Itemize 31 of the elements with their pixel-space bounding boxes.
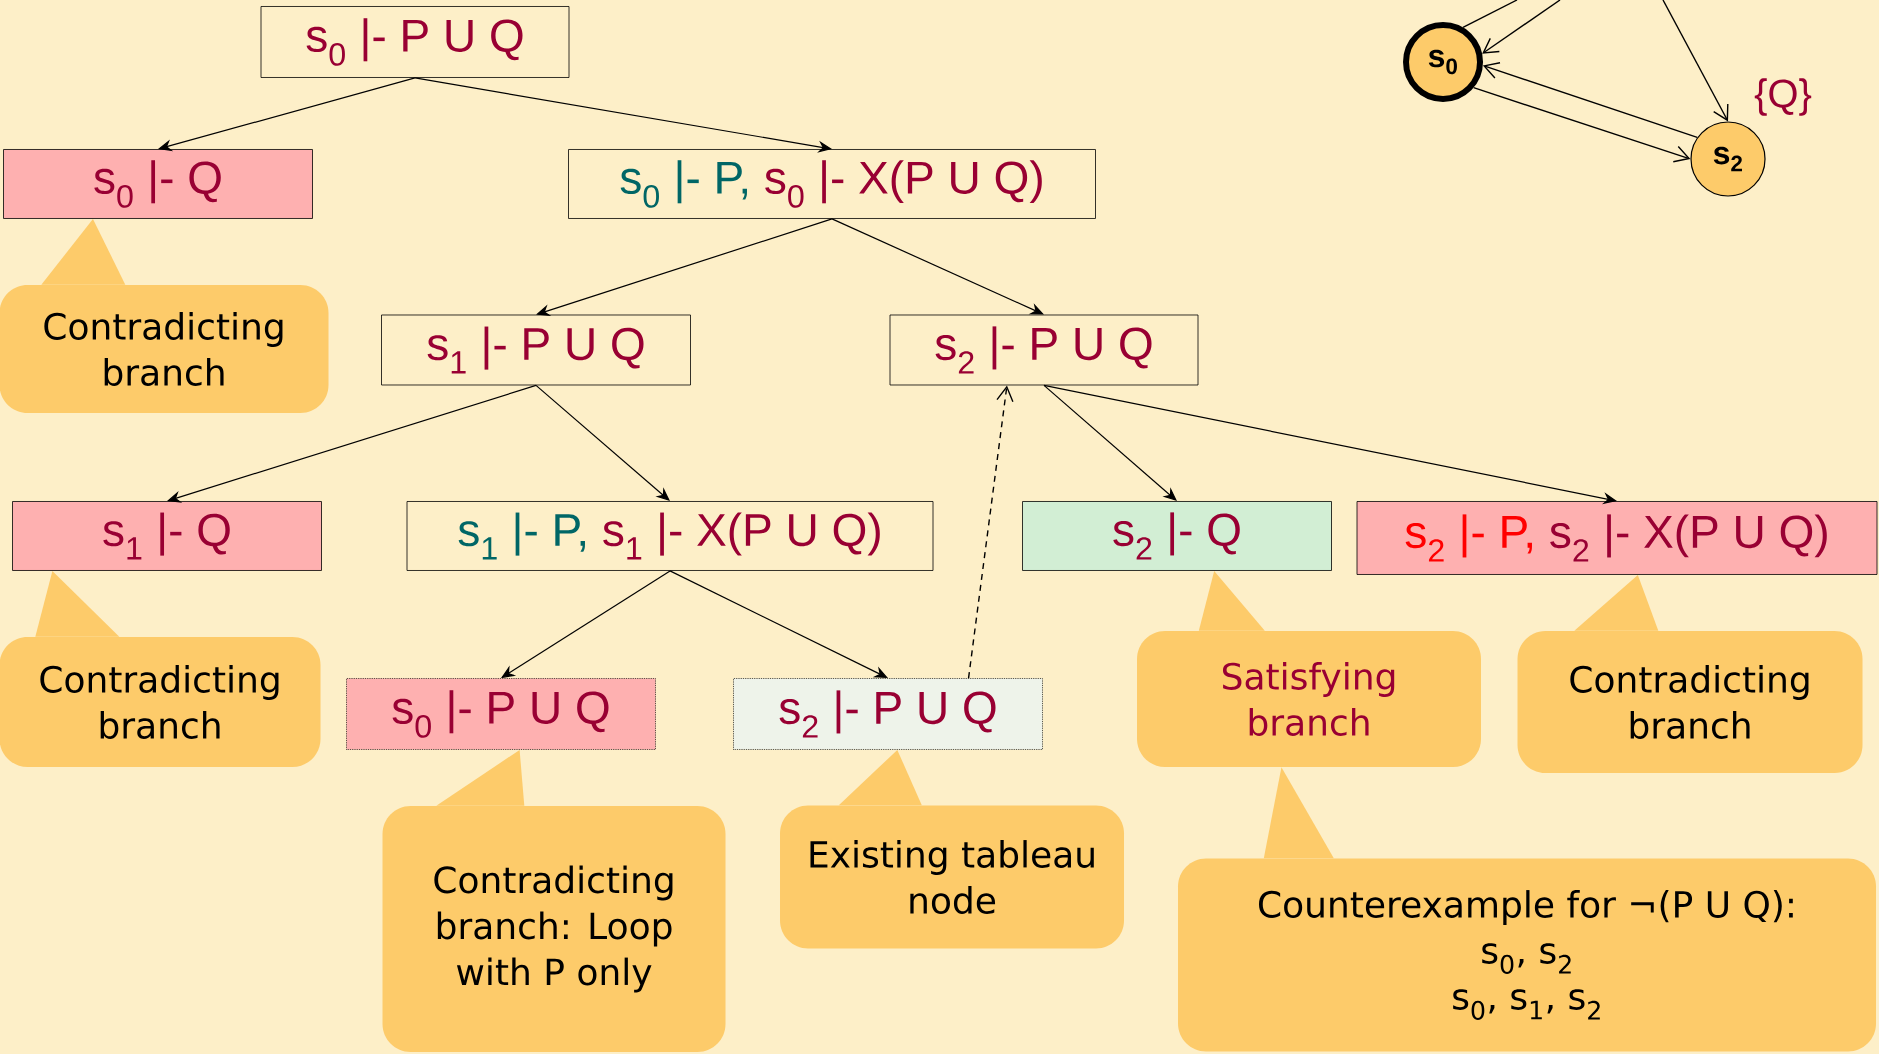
callout-bubble: Contradicting branch: Loop with P only xyxy=(382,806,726,1052)
callout-tail xyxy=(41,218,126,285)
transition-arrow xyxy=(1482,62,1698,139)
arrow xyxy=(967,385,1014,679)
callout-bubble: Counterexample for ¬(P U Q): s$_{0}$, s$_{2}$ s$_{0}$, s$_{1}$, s$_{2}$ xyxy=(1178,858,1876,1052)
tableau-node-box: s$_{2}$ |- P U Q xyxy=(889,314,1199,386)
callout-tail xyxy=(1263,767,1334,859)
tableau-node-box: s$_{2}$ |- P, s$_{2}$ |- X(P U Q) xyxy=(1356,501,1878,575)
tableau-node-box: s$_{1}$ |- P, s$_{1}$ |- X(P U Q) xyxy=(406,501,934,571)
tableau-node-box: s$_{2}$ |- Q xyxy=(1022,501,1332,571)
tableau-node-box: s$_{1}$ |- P U Q xyxy=(381,314,691,386)
transition-arrow xyxy=(1482,0,1561,54)
callout-tail xyxy=(838,749,922,806)
callout-tail xyxy=(436,749,525,806)
tableau-node-box: s$_{0}$ |- Q xyxy=(3,149,313,219)
tableau-node-box: s$_{2}$ |- P U Q xyxy=(733,678,1043,750)
tableau-node-box: s$_{0}$ |- P U Q xyxy=(346,678,656,750)
transition-arrow xyxy=(1472,87,1691,163)
callout-tail xyxy=(1574,574,1659,631)
arrow xyxy=(536,218,833,317)
tableau-node-box: s$_{0}$ |- P U Q xyxy=(260,6,570,78)
transition-arrow xyxy=(1662,0,1729,122)
callout-tail xyxy=(1198,570,1265,631)
tableau-node-box: s$_{1}$ |- Q xyxy=(12,501,322,571)
tableau-node-box: s$_{0}$ |- P, s$_{0}$ |- X(P U Q) xyxy=(568,149,1096,219)
arrow xyxy=(167,384,537,503)
callout-tail xyxy=(35,570,120,637)
arrow xyxy=(158,77,416,152)
state-label: {Q} xyxy=(1754,78,1812,116)
arrow xyxy=(831,218,1044,315)
arrow xyxy=(414,77,832,153)
